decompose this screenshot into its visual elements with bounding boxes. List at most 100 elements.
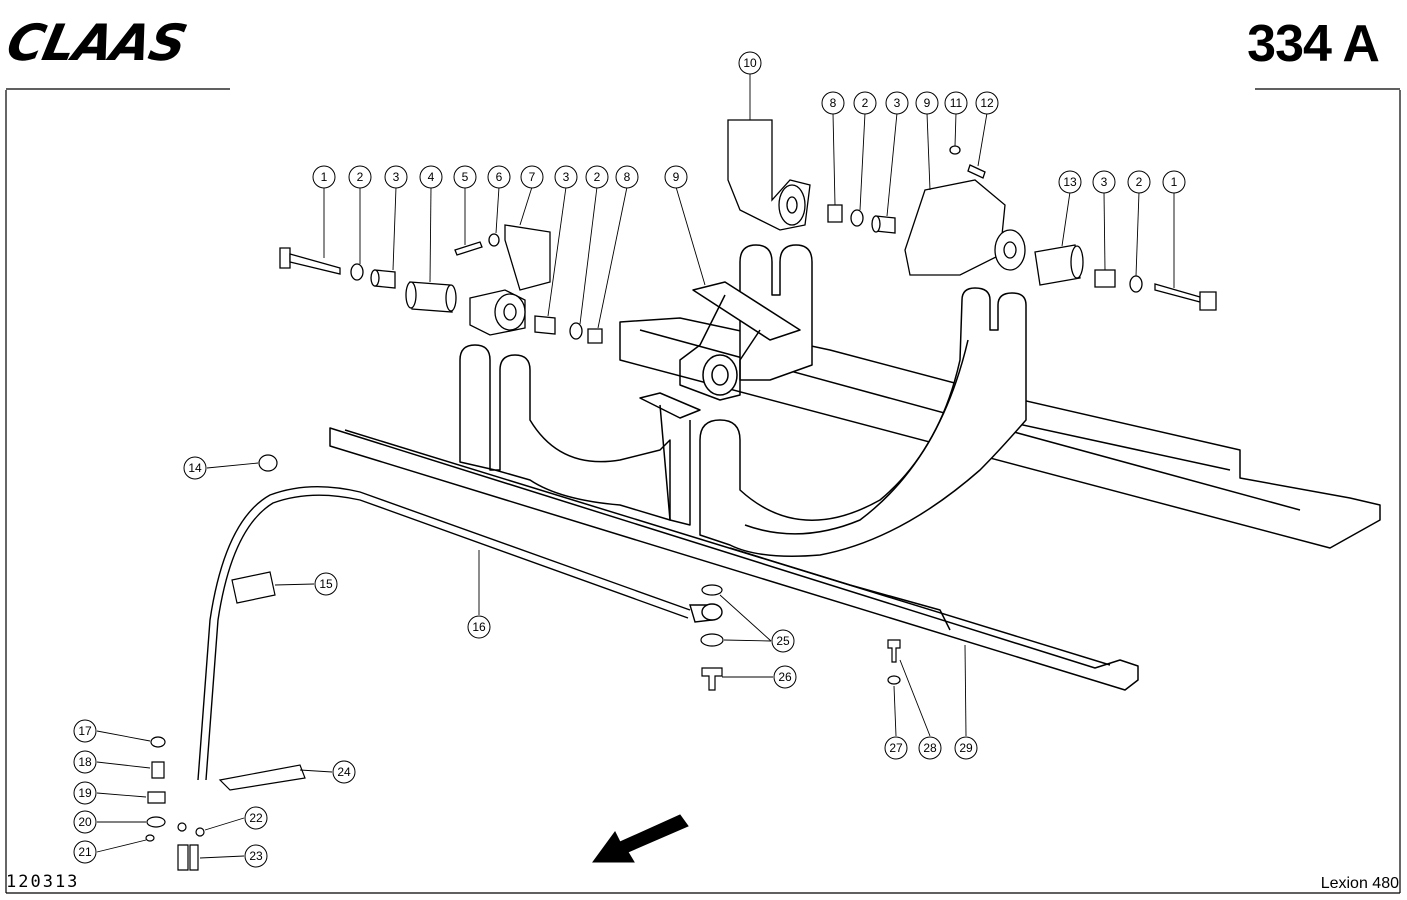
model-name: Lexion 480 <box>1320 875 1399 892</box>
bearing-assembly-right <box>727 119 1217 311</box>
part-callout-12: 12 <box>975 91 999 115</box>
callout-circle <box>73 840 97 864</box>
callout-label: 3 <box>894 96 901 110</box>
part-callout-5: 5 <box>453 165 477 189</box>
callout-circle <box>1092 170 1116 194</box>
callout-label: 2 <box>357 170 364 184</box>
callout-label: 2 <box>1136 175 1143 189</box>
callout-circle <box>1162 170 1186 194</box>
part-callout-19: 19 <box>73 781 97 805</box>
callout-circle <box>884 736 908 760</box>
part-callout-26: 26 <box>773 665 797 689</box>
callout-label: 5 <box>462 170 469 184</box>
part-callout-28: 28 <box>918 736 942 760</box>
callout-label: 22 <box>249 811 263 825</box>
callout-circle <box>419 165 443 189</box>
callout-label: 17 <box>78 724 92 738</box>
part-callout-29: 29 <box>954 736 978 760</box>
callout-circle <box>885 91 909 115</box>
part-callout-8: 8 <box>615 165 639 189</box>
callout-circle <box>821 91 845 115</box>
callout-label: 15 <box>319 577 333 591</box>
part-callout-25: 25 <box>771 629 795 653</box>
small-fittings <box>145 454 901 871</box>
callout-circle <box>73 719 97 743</box>
callout-label: 14 <box>188 461 202 475</box>
bearing-assembly-left <box>279 224 603 344</box>
callout-circle <box>915 91 939 115</box>
callout-label: 18 <box>78 755 92 769</box>
callout-label: 16 <box>472 620 486 634</box>
callout-circle <box>467 615 491 639</box>
callout-circle <box>975 91 999 115</box>
part-callout-2: 2 <box>853 91 877 115</box>
part-callout-1: 1 <box>1162 170 1186 194</box>
part-callout-14: 14 <box>183 456 207 480</box>
callout-label: 10 <box>743 56 757 70</box>
callout-label: 29 <box>959 741 973 755</box>
part-callout-20: 20 <box>73 810 97 834</box>
callout-circle <box>332 760 356 784</box>
part-callout-7: 7 <box>520 165 544 189</box>
part-callout-23: 23 <box>244 844 268 868</box>
callout-circle <box>520 165 544 189</box>
callout-label: 3 <box>393 170 400 184</box>
part-callout-3: 3 <box>554 165 578 189</box>
callout-label: 8 <box>624 170 631 184</box>
callout-circle <box>773 665 797 689</box>
callout-circle <box>73 810 97 834</box>
callout-circle <box>1058 170 1082 194</box>
part-callout-13: 13 <box>1058 170 1082 194</box>
callout-circle <box>853 91 877 115</box>
callout-label: 26 <box>778 670 792 684</box>
callout-label: 3 <box>1101 175 1108 189</box>
callout-circle <box>954 736 978 760</box>
part-callout-21: 21 <box>73 840 97 864</box>
figure-number: 120313 <box>6 872 80 892</box>
callout-label: 1 <box>1171 175 1178 189</box>
sheet-frame <box>5 88 1401 894</box>
callout-circle <box>312 165 336 189</box>
callout-label: 24 <box>337 765 351 779</box>
callout-circle <box>585 165 609 189</box>
part-callout-2: 2 <box>1127 170 1151 194</box>
callout-circle <box>314 572 338 596</box>
callout-circle <box>73 781 97 805</box>
callout-circle <box>348 165 372 189</box>
part-callout-8: 8 <box>821 91 845 115</box>
callout-label: 9 <box>924 96 931 110</box>
leader-lines <box>96 73 1175 859</box>
callout-label: 12 <box>980 96 994 110</box>
callout-circle <box>615 165 639 189</box>
hydraulic-hose <box>197 486 723 781</box>
part-callout-2: 2 <box>585 165 609 189</box>
callout-circle <box>554 165 578 189</box>
callout-circle <box>183 456 207 480</box>
direction-arrow <box>592 814 689 863</box>
callout-circle <box>738 51 762 75</box>
callout-label: 9 <box>673 170 680 184</box>
part-callout-16: 16 <box>467 615 491 639</box>
callout-label: 23 <box>249 849 263 863</box>
callout-circle <box>384 165 408 189</box>
part-callout-10: 10 <box>738 51 762 75</box>
callout-label: 6 <box>496 170 503 184</box>
callout-label: 7 <box>529 170 536 184</box>
part-callout-3: 3 <box>384 165 408 189</box>
part-callout-2: 2 <box>348 165 372 189</box>
callout-label: 13 <box>1063 175 1077 189</box>
part-callout-15: 15 <box>314 572 338 596</box>
callout-label: 21 <box>78 845 92 859</box>
callout-circle <box>1127 170 1151 194</box>
part-callout-1: 1 <box>312 165 336 189</box>
part-callout-9: 9 <box>915 91 939 115</box>
axle-frame-drawing <box>329 244 1381 691</box>
callout-circle <box>771 629 795 653</box>
callout-label: 8 <box>830 96 837 110</box>
callout-circle <box>944 91 968 115</box>
part-callout-18: 18 <box>73 750 97 774</box>
page-number: 334 A <box>1247 15 1380 73</box>
